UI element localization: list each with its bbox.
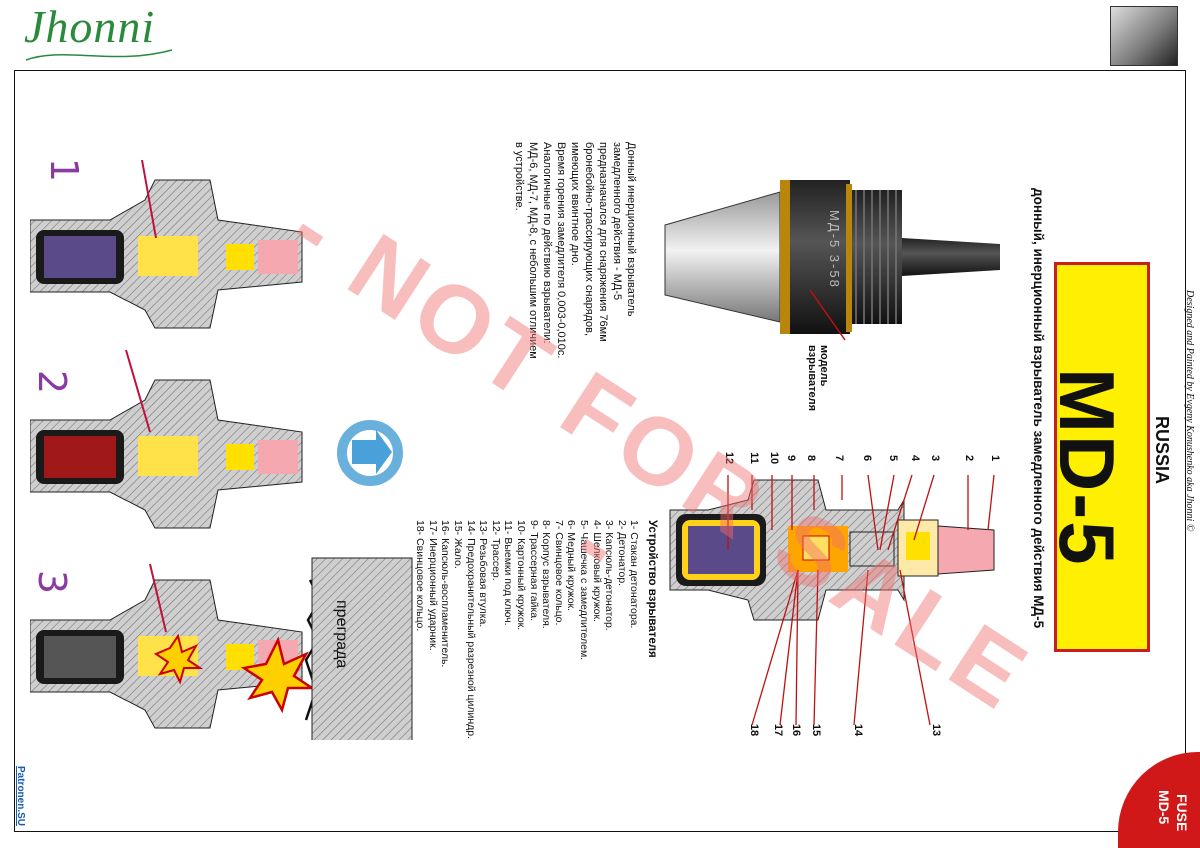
obstacle-block [304, 557, 413, 740]
thread [852, 190, 902, 324]
cross-section-diagram [669, 474, 995, 726]
description-line: предназначался для снаряжения 76мм [597, 142, 609, 342]
corner-tab-line1: FUSE [1174, 794, 1190, 832]
callout-label: 7 [833, 454, 846, 462]
stage-number-1: 1 [42, 157, 87, 183]
author-avatar [1110, 6, 1178, 66]
part-item: 15- Жало. [452, 520, 465, 569]
callout-label: 1 [989, 454, 1002, 462]
callout-label: 8 [805, 454, 818, 462]
part-item: 13- Резьбовая втулка. [477, 520, 490, 628]
callout-label: 9 [785, 454, 798, 462]
callout-label: 3 [929, 454, 942, 462]
explosion-icon [153, 633, 204, 685]
stage-diagrams [30, 159, 413, 740]
fuse-photo [664, 180, 1000, 341]
model-title: MD-5 [1043, 368, 1131, 567]
description-line: имеющих ввинтное дно. [569, 142, 581, 266]
callout-label: 5 [887, 454, 900, 462]
logo-swash [25, 49, 173, 61]
description-line: Донный инерционный взрыватель [625, 142, 637, 317]
fuse-marking: МД-5 3-58 [827, 210, 842, 289]
part-item: 16- Капсюль-воспламенитель. [439, 520, 452, 668]
rotate-arrow-icon [337, 420, 403, 486]
corner-tab-line2: MD-5 [1156, 790, 1172, 825]
obstacle-label: преграда [333, 600, 350, 669]
description-line: замедленного действия - МД-5 [611, 142, 623, 301]
description-line: бронебойно-трассирующих снарядов, [583, 142, 595, 337]
stage-number-3: 3 [30, 569, 75, 595]
credit-line: Designed and Painted by Evgeny Konushenk… [1184, 290, 1195, 532]
stage-1-diagram [30, 159, 303, 329]
brand-logo: Jhonni [24, 1, 156, 52]
part-item: 14- Предохранительный разрезной цилиндр. [464, 520, 477, 740]
stage-2-diagram [30, 349, 403, 529]
callout-label: 6 [861, 454, 874, 462]
callout-label: 2 [963, 454, 976, 462]
stage-3-diagram [30, 557, 413, 740]
title-box [1054, 262, 1150, 652]
callout-label: 18 [748, 723, 761, 737]
subtitle: донный, инерционный взрыватель замедленн… [1031, 188, 1046, 629]
country-label: RUSSIA [1152, 416, 1172, 485]
side-url[interactable]: Patronen.SU [15, 766, 26, 827]
stage-number-2: 2 [30, 369, 75, 395]
explosion-icon [240, 636, 317, 714]
callout-label: 4 [909, 454, 922, 462]
photo-caption: модель взрывателя [806, 345, 830, 411]
part-item: 12- Трассер. [489, 520, 502, 581]
poster-frame [14, 70, 1186, 832]
